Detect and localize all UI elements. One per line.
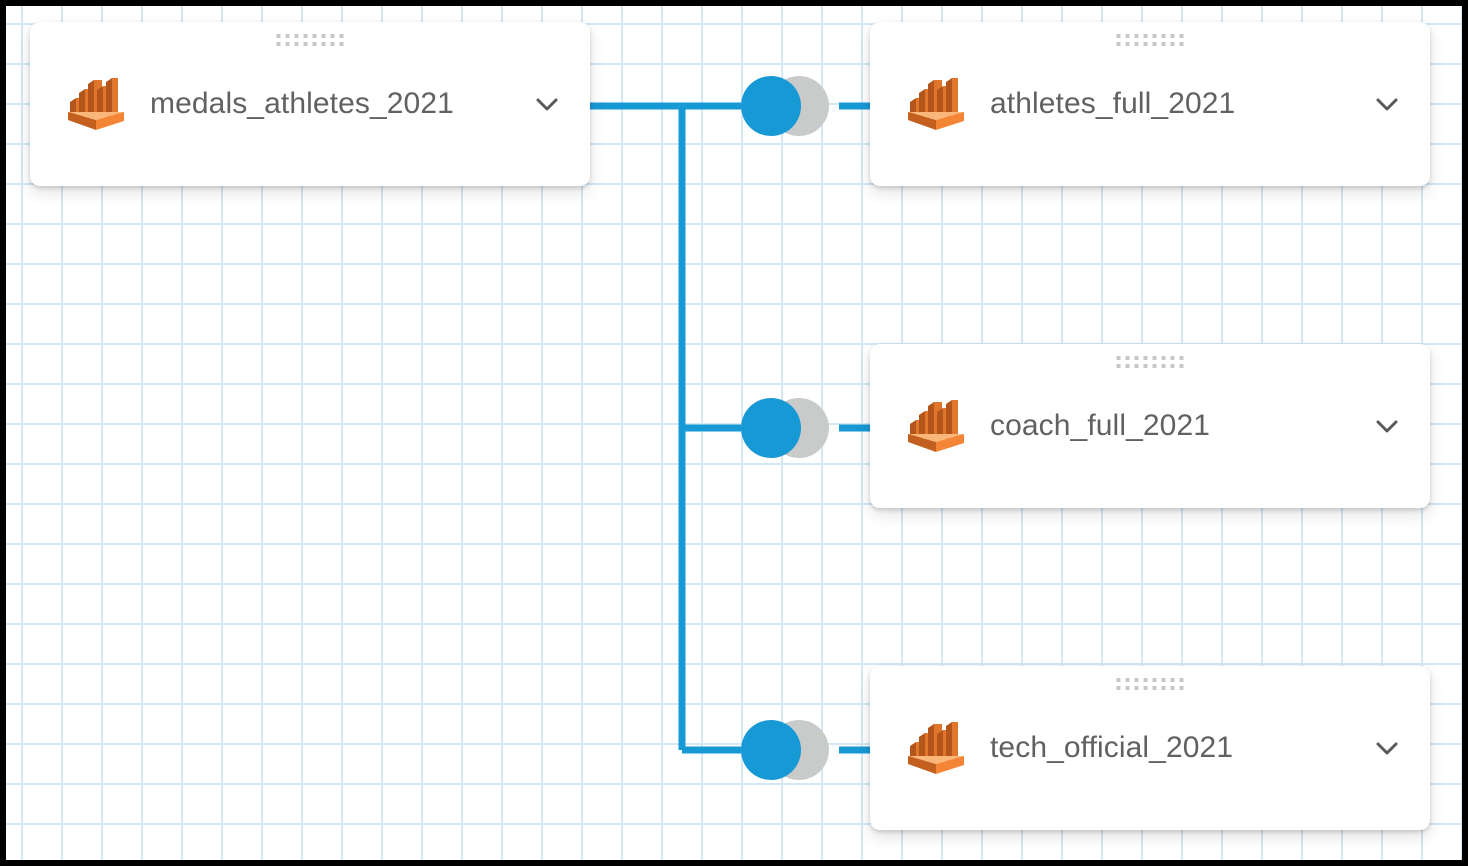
card-title: coach_full_2021 — [990, 409, 1211, 442]
drag-dot — [1116, 364, 1121, 368]
flow-canvas[interactable]: medals_athletes_2021 — [6, 6, 1462, 860]
chevron-down-icon[interactable] — [1370, 731, 1404, 765]
card-title: medals_athletes_2021 — [150, 87, 454, 120]
card-body: medals_athletes_2021 — [30, 22, 590, 186]
card-body: athletes_full_2021 — [870, 22, 1430, 186]
drag-dot — [1161, 686, 1166, 690]
dataset-bar-chart-icon — [908, 78, 964, 130]
drag-dot — [1125, 678, 1130, 682]
edge-connector-layer — [583, 102, 878, 754]
drag-dot — [1152, 34, 1157, 38]
dataset-bar-chart-icon — [908, 400, 964, 452]
drag-dot — [1116, 678, 1121, 682]
drag-dot — [1125, 686, 1130, 690]
drag-dot — [1116, 356, 1121, 360]
join-circle-primary — [741, 720, 801, 780]
join-circle-primary — [741, 76, 801, 136]
drag-dot — [1143, 364, 1148, 368]
dataset-bar-chart-icon — [908, 722, 964, 774]
drag-dot — [1125, 42, 1130, 46]
drag-dot — [1125, 356, 1130, 360]
drag-dot — [1125, 364, 1130, 368]
drag-dot — [285, 34, 290, 38]
drag-dot — [1143, 356, 1148, 360]
dataset-card-medals-athletes-2021[interactable]: medals_athletes_2021 — [30, 22, 590, 186]
card-title: athletes_full_2021 — [990, 87, 1236, 120]
card-body: coach_full_2021 — [870, 344, 1430, 508]
drag-dot — [1170, 364, 1175, 368]
drag-handle-dots[interactable] — [1116, 356, 1184, 368]
drag-dot — [1134, 678, 1139, 682]
drag-dot — [1161, 42, 1166, 46]
drag-dot — [285, 42, 290, 46]
join-node-athletes[interactable] — [741, 76, 829, 136]
drag-dot — [1134, 356, 1139, 360]
drag-dot — [1170, 42, 1175, 46]
drag-dot — [312, 42, 317, 46]
card-title: tech_official_2021 — [990, 731, 1234, 764]
drag-dot — [1179, 42, 1184, 46]
drag-dot — [294, 34, 299, 38]
drag-dot — [330, 34, 335, 38]
join-node-tech-official[interactable] — [741, 720, 829, 780]
drag-dot — [276, 42, 281, 46]
card-body: tech_official_2021 — [870, 666, 1430, 830]
drag-dot — [276, 34, 281, 38]
drag-dot — [1143, 678, 1148, 682]
drag-dot — [1170, 678, 1175, 682]
drag-dot — [312, 34, 317, 38]
drag-dot — [1179, 678, 1184, 682]
drag-dot — [1161, 356, 1166, 360]
drag-dot — [1179, 686, 1184, 690]
drag-dot — [1161, 34, 1166, 38]
drag-dot — [1152, 356, 1157, 360]
drag-dot — [1134, 34, 1139, 38]
drag-dot — [1170, 356, 1175, 360]
join-circle-primary — [741, 398, 801, 458]
drag-dot — [1152, 364, 1157, 368]
drag-dot — [303, 42, 308, 46]
drag-handle-dots[interactable] — [1116, 678, 1184, 690]
drag-dot — [321, 42, 326, 46]
drag-dot — [1170, 686, 1175, 690]
drag-dot — [294, 42, 299, 46]
drag-dot — [330, 42, 335, 46]
drag-dot — [321, 34, 326, 38]
drag-dot — [1116, 42, 1121, 46]
drag-handle-dots[interactable] — [1116, 34, 1184, 46]
drag-handle-dots[interactable] — [276, 34, 344, 46]
drag-dot — [1125, 34, 1130, 38]
drag-dot — [1143, 42, 1148, 46]
drag-dot — [1134, 364, 1139, 368]
dataset-card-athletes-full-2021[interactable]: athletes_full_2021 — [870, 22, 1430, 186]
dataset-card-coach-full-2021[interactable]: coach_full_2021 — [870, 344, 1430, 508]
chevron-down-icon[interactable] — [1370, 409, 1404, 443]
drag-dot — [1161, 678, 1166, 682]
drag-dot — [1161, 364, 1166, 368]
join-node-coach[interactable] — [741, 398, 829, 458]
dataset-bar-chart-icon — [68, 78, 124, 130]
drag-dot — [1170, 34, 1175, 38]
drag-dot — [1179, 34, 1184, 38]
drag-dot — [1116, 686, 1121, 690]
drag-dot — [339, 34, 344, 38]
dataset-card-tech-official-2021[interactable]: tech_official_2021 — [870, 666, 1430, 830]
drag-dot — [1143, 34, 1148, 38]
drag-dot — [1152, 686, 1157, 690]
drag-dot — [303, 34, 308, 38]
chevron-down-icon[interactable] — [530, 87, 564, 121]
drag-dot — [1179, 356, 1184, 360]
drag-dot — [1134, 42, 1139, 46]
drag-dot — [1152, 42, 1157, 46]
drag-dot — [1134, 686, 1139, 690]
drag-dot — [1116, 34, 1121, 38]
drag-dot — [1143, 686, 1148, 690]
drag-dot — [339, 42, 344, 46]
drag-dot — [1152, 678, 1157, 682]
chevron-down-icon[interactable] — [1370, 87, 1404, 121]
drag-dot — [1179, 364, 1184, 368]
